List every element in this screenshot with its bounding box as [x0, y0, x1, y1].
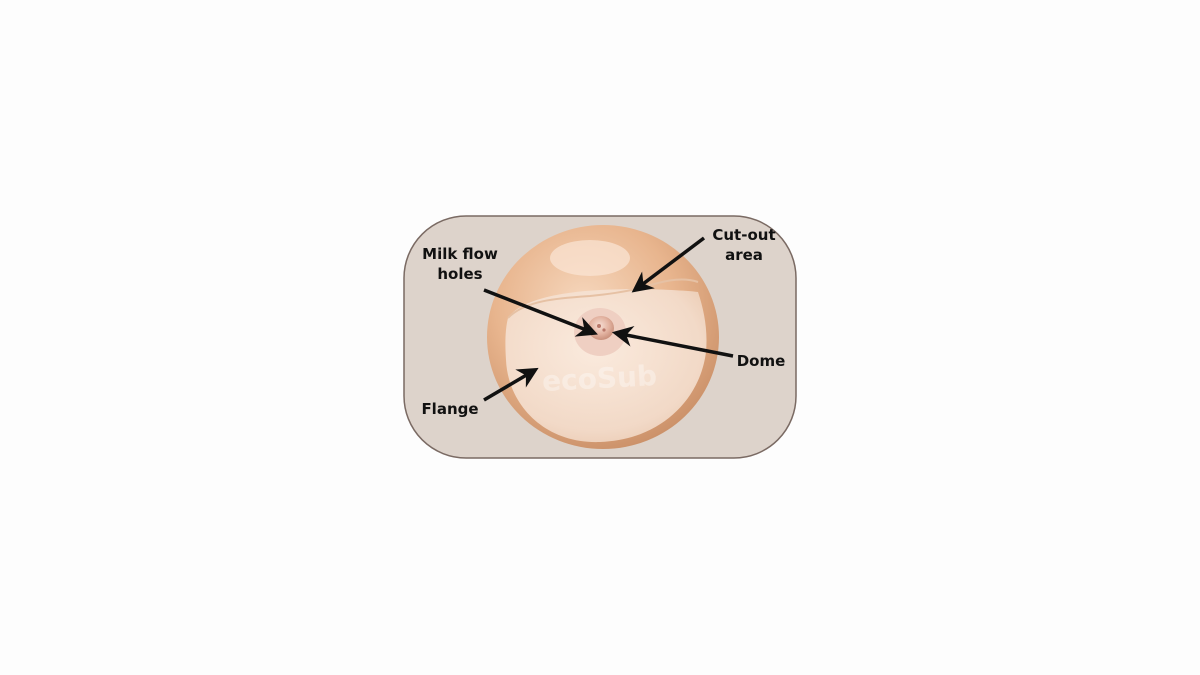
milk-flow-hole — [602, 328, 606, 332]
label-dome: Dome — [734, 351, 788, 371]
label-dome-text: Dome — [736, 352, 786, 370]
cut-out-edge — [507, 278, 699, 319]
label-cut-out-area-line2: area — [725, 246, 763, 264]
label-milk-flow-holes-line1: Milk flow — [422, 245, 498, 263]
flange-region — [505, 289, 707, 443]
label-flange-text: Flange — [421, 400, 479, 418]
label-milk-flow-holes-line2: holes — [437, 265, 483, 283]
shield-highlight — [550, 240, 630, 276]
arrow-cut-out-area — [631, 236, 706, 293]
label-cut-out-area: Cut-out area — [708, 225, 780, 265]
arrow-dome — [611, 325, 734, 358]
label-cut-out-area-line1: Cut-out — [712, 226, 776, 244]
dome — [588, 316, 614, 340]
label-flange: Flange — [420, 399, 480, 419]
arrow-flange — [483, 367, 539, 402]
milk-flow-hole — [597, 324, 601, 328]
watermark-logo: ecoSub — [541, 359, 658, 398]
label-milk-flow-holes: Milk flow holes — [418, 244, 502, 284]
arrow-milk-flow-holes — [483, 288, 598, 337]
